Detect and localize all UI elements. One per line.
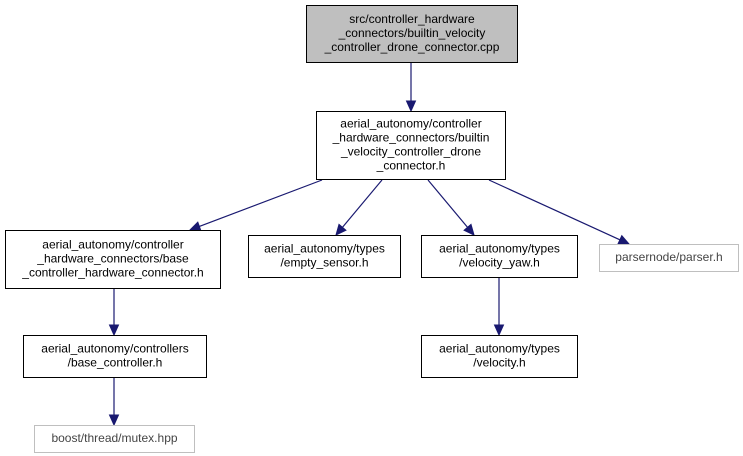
node-label-line: _hardware_connectors/builtin [332,131,490,145]
node-base-controller-header[interactable]: aerial_autonomy/controllers/base_control… [23,335,207,378]
node-label-line: boost/thread/mutex.hpp [51,431,177,445]
node-label-line: src/controller_hardware [349,12,475,26]
arrowhead-icon [405,100,417,113]
arrowhead-icon [188,221,202,232]
edge-base_controller_h-to-mutex_hpp [108,377,120,427]
node-box [34,425,195,453]
node-label-line: _connector.h [376,159,446,173]
edge-line [341,179,383,228]
node-label-line: aerial_autonomy/controller [42,238,183,252]
node-label-line: /velocity.h [473,356,525,370]
node-box [248,235,401,278]
node-box [421,235,578,278]
edge-drone_h-to-base_hw_h [188,179,323,232]
node-label-line: _velocity_controller_drone [340,145,481,159]
node-base-controller-hardware-connector-header[interactable]: aerial_autonomy/controller_hardware_conn… [5,230,221,289]
node-box [23,335,207,378]
edge-src_cpp-to-drone_h [405,62,417,113]
edge-drone_h-to-parser_h [488,179,631,245]
node-label-line: _controller_drone_connector.cpp [324,40,500,54]
edge-drone_h-to-velocity_yaw_h [427,179,475,236]
node-label-line: aerial_autonomy/types [439,342,560,356]
node-label-line: /base_controller.h [68,356,163,370]
arrowhead-icon [617,234,631,245]
edge-base_hw_h-to-base_controller_h [108,288,120,337]
edge-velocity_yaw_h-to-velocity_h [493,278,505,337]
node-label-line: _connectors/builtin_velocity [338,26,486,40]
node-label-line: /empty_sensor.h [280,256,368,270]
arrowhead-icon [335,223,347,236]
node-box [599,244,739,272]
node-velocity-header[interactable]: aerial_autonomy/types/velocity.h [421,335,578,378]
arrowhead-icon [108,324,120,337]
edge-line [427,179,469,228]
node-label-line: aerial_autonomy/types [439,242,560,256]
node-label-line: _hardware_connectors/base [36,252,189,266]
node-mutex-header[interactable]: boost/thread/mutex.hpp [34,425,195,453]
node-builtin-velocity-connector-header[interactable]: aerial_autonomy/controller_hardware_conn… [316,111,506,180]
edge-line [488,179,621,241]
node-box [5,230,221,289]
node-label-line: aerial_autonomy/controller [340,117,481,131]
arrowhead-icon [108,414,120,427]
node-velocity-yaw-header[interactable]: aerial_autonomy/types/velocity_yaw.h [421,235,578,278]
node-label-line: aerial_autonomy/controllers [41,342,188,356]
edge-drone_h-to-empty_sensor_h [335,179,383,236]
edge-line [199,179,323,228]
node-box [316,111,506,180]
node-src-cpp-file[interactable]: src/controller_hardware_connectors/built… [306,5,518,63]
nodes-layer: src/controller_hardware_connectors/built… [5,5,739,453]
edges-layer [108,62,631,427]
node-label-line: parsernode/parser.h [615,250,722,264]
arrowhead-icon [463,223,475,236]
node-empty-sensor-header[interactable]: aerial_autonomy/types/empty_sensor.h [248,235,401,278]
arrowhead-icon [493,324,505,337]
node-parser-header[interactable]: parsernode/parser.h [599,244,739,272]
node-label-line: aerial_autonomy/types [264,242,385,256]
node-label-line: /velocity_yaw.h [459,256,540,270]
node-box [421,335,578,378]
node-box [306,5,518,63]
node-label-line: _controller_hardware_connector.h [21,266,203,280]
